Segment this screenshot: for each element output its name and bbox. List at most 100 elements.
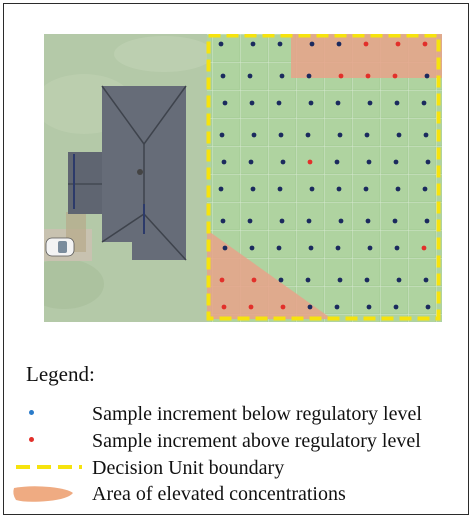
sample-above-dot — [392, 73, 398, 79]
car-icon — [45, 237, 75, 257]
sample-above-dot — [221, 304, 227, 310]
sample-below-dot — [366, 304, 372, 310]
sample-above-dot — [280, 304, 286, 310]
sample-below-dot — [305, 277, 311, 283]
sample-below-dot — [309, 41, 315, 47]
sample-below-dot — [218, 186, 224, 192]
sample-below-dot — [277, 41, 283, 47]
sample-below-dot — [364, 132, 370, 138]
sample-below-dot — [396, 277, 402, 283]
site-aerial-map — [44, 34, 442, 322]
sample-below-dot — [425, 304, 431, 310]
legend-item-below: Sample increment below regulatory level — [4, 402, 470, 428]
sample-below-dot — [367, 245, 373, 251]
legend-item-elevated: Area of elevated concentrations — [4, 482, 470, 508]
sample-below-dot — [220, 73, 226, 79]
sample-below-dot — [367, 100, 373, 106]
sample-below-dot — [425, 159, 431, 165]
legend-label-boundary: Decision Unit boundary — [92, 457, 285, 479]
sample-below-dot — [335, 100, 341, 106]
sample-below-dot — [308, 100, 314, 106]
sample-below-dot — [278, 132, 284, 138]
sample-below-dot — [250, 41, 256, 47]
sample-below-dot — [280, 159, 286, 165]
sample-below-dot — [365, 218, 371, 224]
sample-below-dot — [334, 304, 340, 310]
yellow-dash-icon — [16, 465, 82, 469]
sample-below-dot — [334, 159, 340, 165]
sample-below-dot — [424, 73, 430, 79]
red-dot-icon — [29, 437, 34, 442]
sample-below-dot — [247, 73, 253, 79]
sample-below-dot — [424, 218, 430, 224]
sample-above-dot — [365, 73, 371, 79]
sample-above-dot — [338, 73, 344, 79]
sample-above-dot — [422, 41, 428, 47]
site-map-drawing — [44, 34, 442, 322]
sample-below-dot — [422, 186, 428, 192]
sample-below-dot — [337, 277, 343, 283]
sample-below-dot — [336, 186, 342, 192]
blue-dot-icon — [29, 410, 34, 415]
sample-below-dot — [307, 304, 313, 310]
elevated-area-top-right — [291, 34, 442, 78]
sample-below-dot — [337, 132, 343, 138]
sample-below-dot — [222, 100, 228, 106]
sample-above-dot — [248, 304, 254, 310]
sample-below-dot — [218, 41, 224, 47]
sample-below-dot — [276, 100, 282, 106]
sample-below-dot — [335, 245, 341, 251]
sample-below-dot — [251, 132, 257, 138]
sample-below-dot — [278, 277, 284, 283]
sample-above-dot — [421, 245, 427, 251]
sample-below-dot — [393, 159, 399, 165]
sample-above-dot — [363, 41, 369, 47]
sample-below-dot — [276, 245, 282, 251]
sample-above-dot — [307, 159, 313, 165]
sample-below-dot — [279, 218, 285, 224]
sample-below-dot — [393, 304, 399, 310]
sample-below-dot — [423, 277, 429, 283]
sample-below-dot — [222, 245, 228, 251]
decision-unit-boundary — [206, 34, 441, 321]
sample-below-dot — [219, 132, 225, 138]
orange-blob-icon — [13, 486, 74, 502]
sample-below-dot — [338, 218, 344, 224]
sample-below-dot — [248, 159, 254, 165]
sample-below-dot — [423, 132, 429, 138]
legend-label-elevated: Area of elevated concentrations — [92, 483, 346, 505]
sample-above-dot — [395, 41, 401, 47]
legend-item-boundary: Decision Unit boundary — [4, 456, 470, 482]
sample-below-dot — [220, 218, 226, 224]
sample-below-dot — [309, 186, 315, 192]
sample-below-dot — [249, 100, 255, 106]
sample-below-dot — [221, 159, 227, 165]
sample-below-dot — [395, 186, 401, 192]
sample-below-dot — [305, 132, 311, 138]
sample-above-dot — [219, 277, 225, 283]
sample-below-dot — [308, 245, 314, 251]
legend-label-below: Sample increment below regulatory level — [92, 403, 422, 425]
sample-below-dot — [421, 100, 427, 106]
sample-increments — [218, 41, 431, 310]
sample-above-dot — [251, 277, 257, 283]
sample-below-dot — [396, 132, 402, 138]
sample-below-dot — [394, 245, 400, 251]
sample-below-dot — [366, 159, 372, 165]
elevated-area-bottom-left — [207, 230, 332, 319]
sample-below-dot — [306, 218, 312, 224]
sample-below-dot — [247, 218, 253, 224]
sample-below-dot — [363, 186, 369, 192]
legend-label-above: Sample increment above regulatory level — [92, 430, 421, 452]
house-roof — [68, 85, 187, 261]
sample-below-dot — [279, 73, 285, 79]
sample-below-dot — [392, 218, 398, 224]
legend-item-above: Sample increment above regulatory level — [4, 429, 470, 455]
figure-frame: Legend: Sample increment below regulator… — [3, 3, 469, 515]
legend-title: Legend: — [26, 362, 95, 386]
sample-below-dot — [306, 73, 312, 79]
sample-below-dot — [336, 41, 342, 47]
sample-below-dot — [277, 186, 283, 192]
sample-below-dot — [250, 186, 256, 192]
sample-below-dot — [364, 277, 370, 283]
